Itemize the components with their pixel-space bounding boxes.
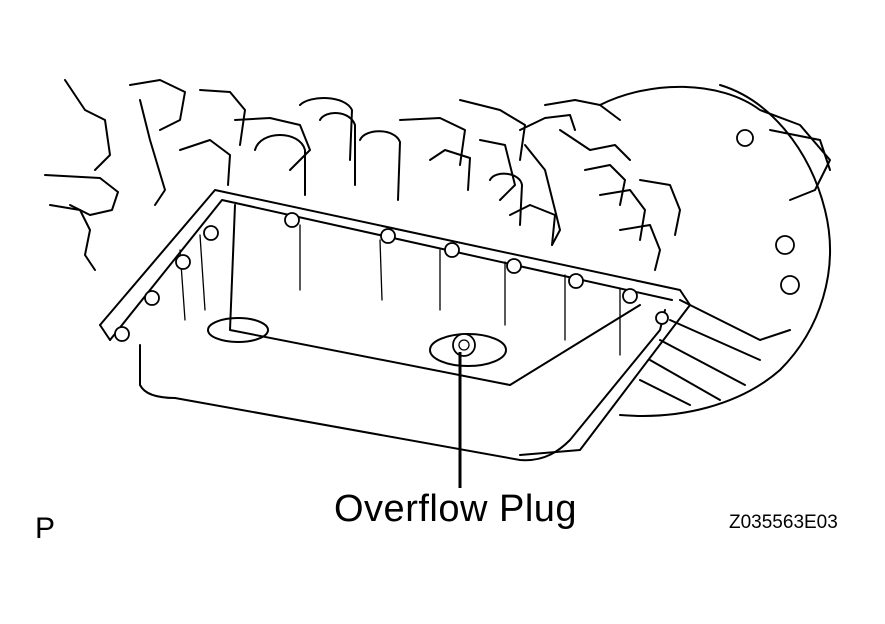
overflow-plug-label: Overflow Plug	[334, 488, 578, 530]
oil-pan	[99, 189, 691, 462]
valve-body-lines	[44, 79, 681, 271]
overflow-plug	[429, 333, 507, 367]
view-letter: P	[35, 512, 56, 545]
converter-housing	[599, 84, 831, 417]
figure-code: Z035563E03	[729, 512, 838, 533]
